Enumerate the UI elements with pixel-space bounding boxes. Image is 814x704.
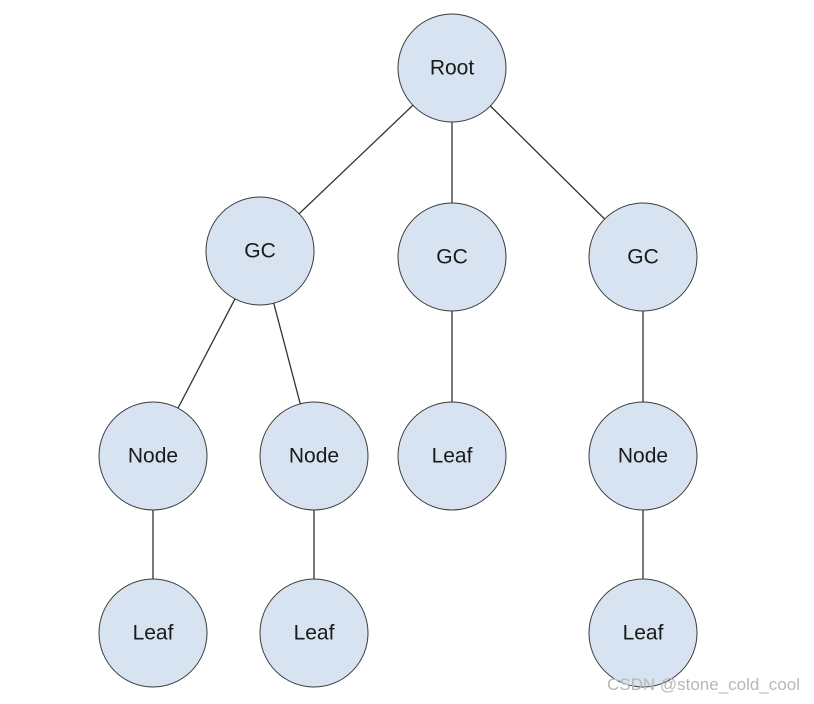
node-root: Root xyxy=(397,13,507,123)
node-label-gc-3: GC xyxy=(627,246,659,269)
node-circle-leaf-2 xyxy=(98,578,208,688)
node-circle-root xyxy=(397,13,507,123)
node-circle-gc-3 xyxy=(588,202,698,312)
node-circle-leaf-1 xyxy=(397,401,507,511)
node-label-leaf-3: Leaf xyxy=(294,622,335,645)
node-gc-1: GC xyxy=(205,196,315,306)
node-label-gc-1: GC xyxy=(244,240,276,263)
node-label-leaf-4: Leaf xyxy=(623,622,664,645)
node-node-1: Node xyxy=(98,401,208,511)
node-circle-node-3 xyxy=(588,401,698,511)
node-circle-gc-1 xyxy=(205,196,315,306)
node-gc-3: GC xyxy=(588,202,698,312)
edges xyxy=(152,67,644,633)
node-circle-leaf-3 xyxy=(259,578,369,688)
node-circle-gc-2 xyxy=(397,202,507,312)
node-gc-2: GC xyxy=(397,202,507,312)
node-leaf-3: Leaf xyxy=(259,578,369,688)
node-label-root: Root xyxy=(430,57,475,80)
node-label-node-1: Node xyxy=(128,445,178,468)
node-leaf-4: Leaf xyxy=(588,578,698,688)
watermark-text: CSDN @stone_cold_cool xyxy=(606,675,800,694)
node-leaf-2: Leaf xyxy=(98,578,208,688)
node-node-3: Node xyxy=(588,401,698,511)
node-label-node-2: Node xyxy=(289,445,339,468)
node-leaf-1: Leaf xyxy=(397,401,507,511)
node-label-node-3: Node xyxy=(618,445,668,468)
node-circle-node-2 xyxy=(259,401,369,511)
node-label-leaf-1: Leaf xyxy=(432,445,473,468)
node-label-leaf-2: Leaf xyxy=(133,622,174,645)
node-node-2: Node xyxy=(259,401,369,511)
node-circle-node-1 xyxy=(98,401,208,511)
node-label-gc-2: GC xyxy=(436,246,468,269)
node-circle-leaf-4 xyxy=(588,578,698,688)
